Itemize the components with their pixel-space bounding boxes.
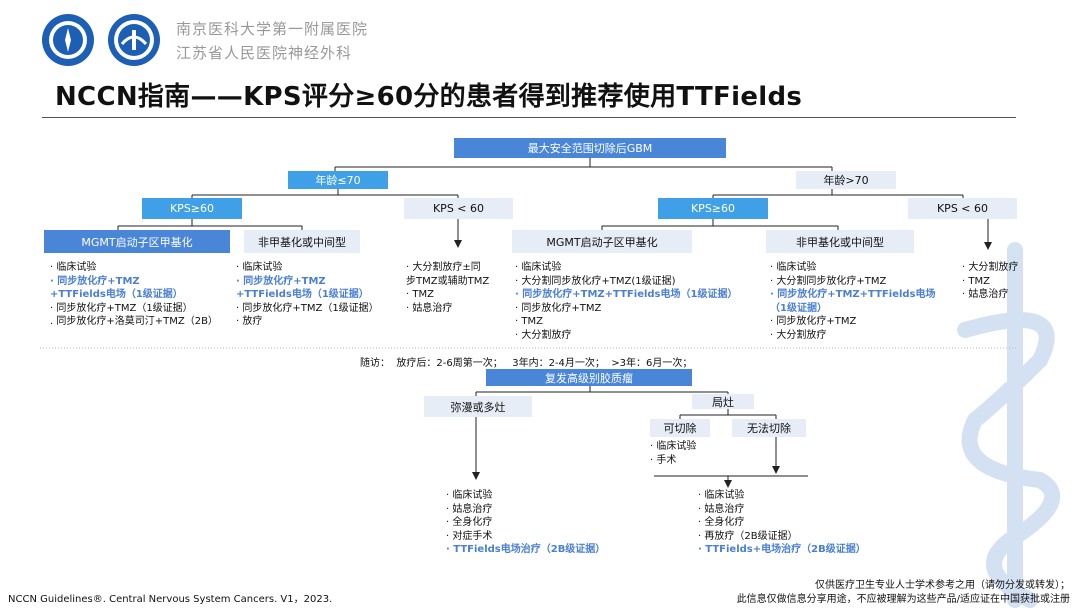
list-item: · 再放疗（2B级证据） bbox=[698, 530, 798, 542]
list-item: · 同步放化疗+TMZ bbox=[515, 302, 602, 314]
treatment-list-g: · 临床试验 · 手术 bbox=[650, 440, 696, 467]
list-item: · 对症手术 bbox=[446, 530, 493, 542]
list-item: · 同步放化疗+TMZ+TTFields电场（1级证据） bbox=[515, 289, 738, 301]
followup-schedule: 随访： 放疗后：2-6周第一次； 3年内：2-4月一次； >3年：6月一次； bbox=[360, 358, 693, 369]
list-item: · 大分割放疗±同 bbox=[406, 262, 481, 273]
age-le70-box: 年龄≤70 bbox=[288, 171, 388, 189]
list-item: · 临床试验 bbox=[236, 262, 283, 273]
treatment-list-i: · 临床试验 · 姑息治疗 · 全身化疗· 再放疗（2B级证据） · TTFields… bbox=[698, 489, 866, 557]
list-item: · 同步放化疗+TMZ bbox=[236, 275, 326, 287]
list-item: · 临床试验 bbox=[515, 262, 562, 273]
unresectable-box: 无法切除 bbox=[732, 419, 806, 437]
list-item: · 姑息治疗 bbox=[962, 289, 1009, 301]
citation: NCCN Guidelines®. Central Nervous System… bbox=[8, 594, 333, 605]
list-item: · 临床试验 bbox=[650, 441, 697, 452]
kps-lt60-box-right: KPS < 60 bbox=[908, 198, 1017, 219]
treatment-list-d: · 临床试验 · 大分割同步放化疗+TMZ(1级证据) · 同步放化疗+TMZ+TT… bbox=[515, 261, 737, 343]
hospital-logo bbox=[106, 12, 162, 68]
hospital-name-line1: 南京医科大学第一附属医院 bbox=[176, 20, 369, 38]
list-item: · 全身化疗 bbox=[698, 517, 745, 529]
list-item: · 临床试验 bbox=[698, 490, 745, 501]
list-item: · 临床试验 bbox=[770, 262, 817, 273]
age-gt70-box: 年龄>70 bbox=[796, 171, 896, 189]
list-item: +TTFields电场（1级证据） bbox=[50, 289, 183, 301]
slide-title: NCCN指南——KPS评分≥60分的患者得到推荐使用TTFields bbox=[55, 82, 803, 112]
list-item: · 姑息治疗 bbox=[698, 503, 745, 515]
list-item: （1级证据） bbox=[770, 302, 827, 314]
list-item: · 全身化疗 bbox=[446, 517, 493, 529]
list-item: · TTFields+电场治疗（2B级证据） bbox=[698, 544, 866, 556]
treatment-list-h: · 临床试验 · 姑息治疗 · 全身化疗· 对症手术 · TTFields电场治疗（2… bbox=[446, 489, 605, 557]
list-item: · 姑息治疗 bbox=[446, 503, 493, 515]
treatment-list-e: · 临床试验 · 大分割同步放化疗+TMZ · 同步放化疗+TMZ+TTFields… bbox=[770, 261, 936, 343]
disclaimer-line2: 此信息仅做信息分享用途，不应被理解为这些产品/适应证在中国获批或注册 bbox=[736, 594, 1070, 605]
department-name-line2: 江苏省人民医院神经外科 bbox=[176, 44, 353, 62]
list-item: · 放疗 bbox=[236, 316, 263, 328]
list-item: · TTFields电场治疗（2B级证据） bbox=[446, 544, 606, 556]
title-underline bbox=[42, 117, 1016, 118]
list-item: . 同步放化疗+洛莫司汀+TMZ（2B） bbox=[50, 316, 218, 328]
list-item: · 临床试验 bbox=[446, 490, 493, 501]
list-item: · 大分割放疗 bbox=[770, 329, 827, 341]
local-box: 局灶 bbox=[692, 394, 754, 409]
list-item: · 临床试验 bbox=[50, 262, 97, 273]
list-item: · 同步放化疗+TMZ+TTFields电场 bbox=[770, 289, 936, 301]
treatment-list-c: · 大分割放疗±同步TMZ或辅助TMZ · TMZ· 姑息治疗 bbox=[406, 261, 489, 315]
university-logo bbox=[40, 12, 96, 68]
kps-lt60-box-left: KPS < 60 bbox=[404, 198, 513, 219]
unmethylated-box-left: 非甲基化或中间型 bbox=[244, 230, 360, 253]
list-item: · 同步放化疗+TMZ（1级证据） bbox=[50, 302, 193, 314]
list-item: · 姑息治疗 bbox=[406, 302, 453, 314]
list-item: · 同步放化疗+TMZ bbox=[50, 275, 140, 287]
treatment-list-a: · 临床试验 · 同步放化疗+TMZ +TTFields电场（1级证据）· 同步放化… bbox=[50, 261, 218, 329]
treatment-list-b: · 临床试验 · 同步放化疗+TMZ +TTFields电场（1级证据）· 同步放化… bbox=[236, 261, 379, 329]
unmethylated-box-right: 非甲基化或中间型 bbox=[766, 230, 914, 253]
list-item: · 手术 bbox=[650, 454, 677, 466]
disclaimer-line1: 仅供医疗卫生专业人士学术参考之用（请勿分发或转发）； bbox=[815, 580, 1070, 591]
root-box-gbm-after-resection: 最大安全范围切除后GBM bbox=[454, 138, 726, 158]
list-item: · TMZ bbox=[515, 316, 543, 328]
mgmt-methylated-box-right: MGMT启动子区甲基化 bbox=[512, 230, 692, 253]
treatment-list-f: · 大分割放疗 · TMZ · 姑息治疗 bbox=[962, 261, 1018, 302]
recurrent-hgg-box: 复发高级别胶质瘤 bbox=[486, 369, 692, 386]
list-item: +TTFields电场（1级证据） bbox=[236, 289, 369, 301]
diffuse-multifocal-box: 弥漫或多灶 bbox=[424, 396, 532, 417]
list-item: · 大分割放疗 bbox=[962, 262, 1019, 273]
list-item: · 大分割放疗 bbox=[515, 329, 572, 341]
list-item: · 同步放化疗+TMZ bbox=[770, 316, 857, 328]
list-item: 步TMZ或辅助TMZ bbox=[406, 275, 490, 287]
resectable-box: 可切除 bbox=[650, 419, 710, 437]
kps-ge60-box-left: KPS≥60 bbox=[142, 198, 242, 219]
kps-ge60-box-right: KPS≥60 bbox=[658, 198, 768, 219]
list-item: · 同步放化疗+TMZ（1级证据） bbox=[236, 302, 379, 314]
mgmt-methylated-box-left: MGMT启动子区甲基化 bbox=[44, 230, 230, 253]
list-item: · TMZ bbox=[406, 289, 434, 301]
list-item: · TMZ bbox=[962, 275, 990, 287]
list-item: · 大分割同步放化疗+TMZ(1级证据) bbox=[515, 275, 676, 287]
list-item: · 大分割同步放化疗+TMZ bbox=[770, 275, 887, 287]
